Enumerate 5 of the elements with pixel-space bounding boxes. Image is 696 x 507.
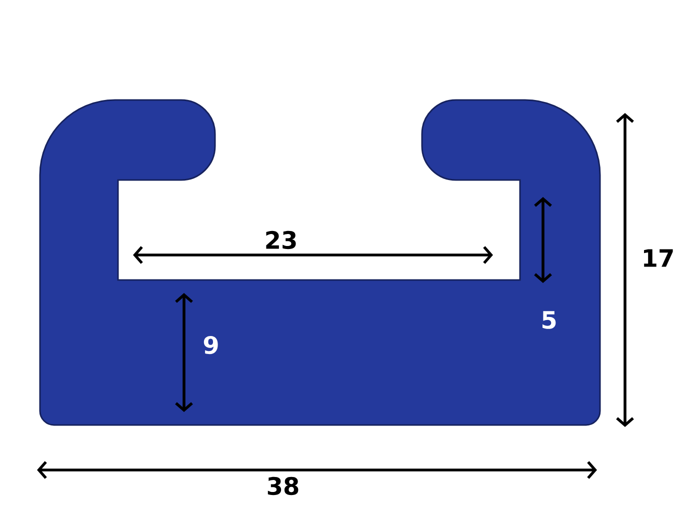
dimension-label: 5: [542, 311, 556, 329]
dimension-label: 9: [204, 336, 218, 354]
dimension-label: 38: [268, 476, 298, 496]
dimension-label: 17: [644, 249, 673, 267]
dimension-label: 23: [266, 230, 296, 250]
